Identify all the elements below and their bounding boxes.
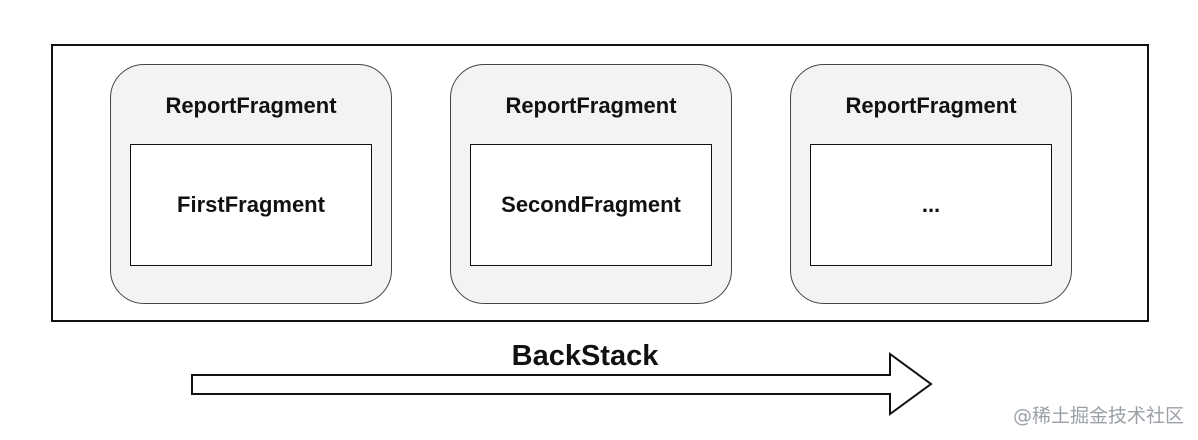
backstack-label: BackStack	[495, 340, 675, 373]
child-fragment-box-2: SecondFragment	[470, 144, 712, 266]
report-fragment-box-3: ReportFragment ...	[790, 64, 1072, 304]
backstack-arrow-shape	[191, 352, 933, 416]
report-fragment-title: ReportFragment	[165, 93, 337, 118]
report-fragment-box-2: ReportFragment SecondFragment	[450, 64, 732, 304]
backstack-arrow	[191, 352, 933, 416]
child-fragment-box-3: ...	[810, 144, 1052, 266]
report-fragment-title: ReportFragment	[505, 93, 677, 118]
report-fragment-box-1: ReportFragment FirstFragment	[110, 64, 392, 304]
report-fragment-title: ReportFragment	[845, 93, 1017, 118]
child-fragment-label: SecondFragment	[501, 192, 681, 217]
child-fragment-label: ...	[921, 192, 941, 217]
child-fragment-label: FirstFragment	[177, 192, 325, 217]
child-fragment-box-1: FirstFragment	[130, 144, 372, 266]
watermark-text: @稀土掘金技术社区	[1012, 405, 1184, 427]
